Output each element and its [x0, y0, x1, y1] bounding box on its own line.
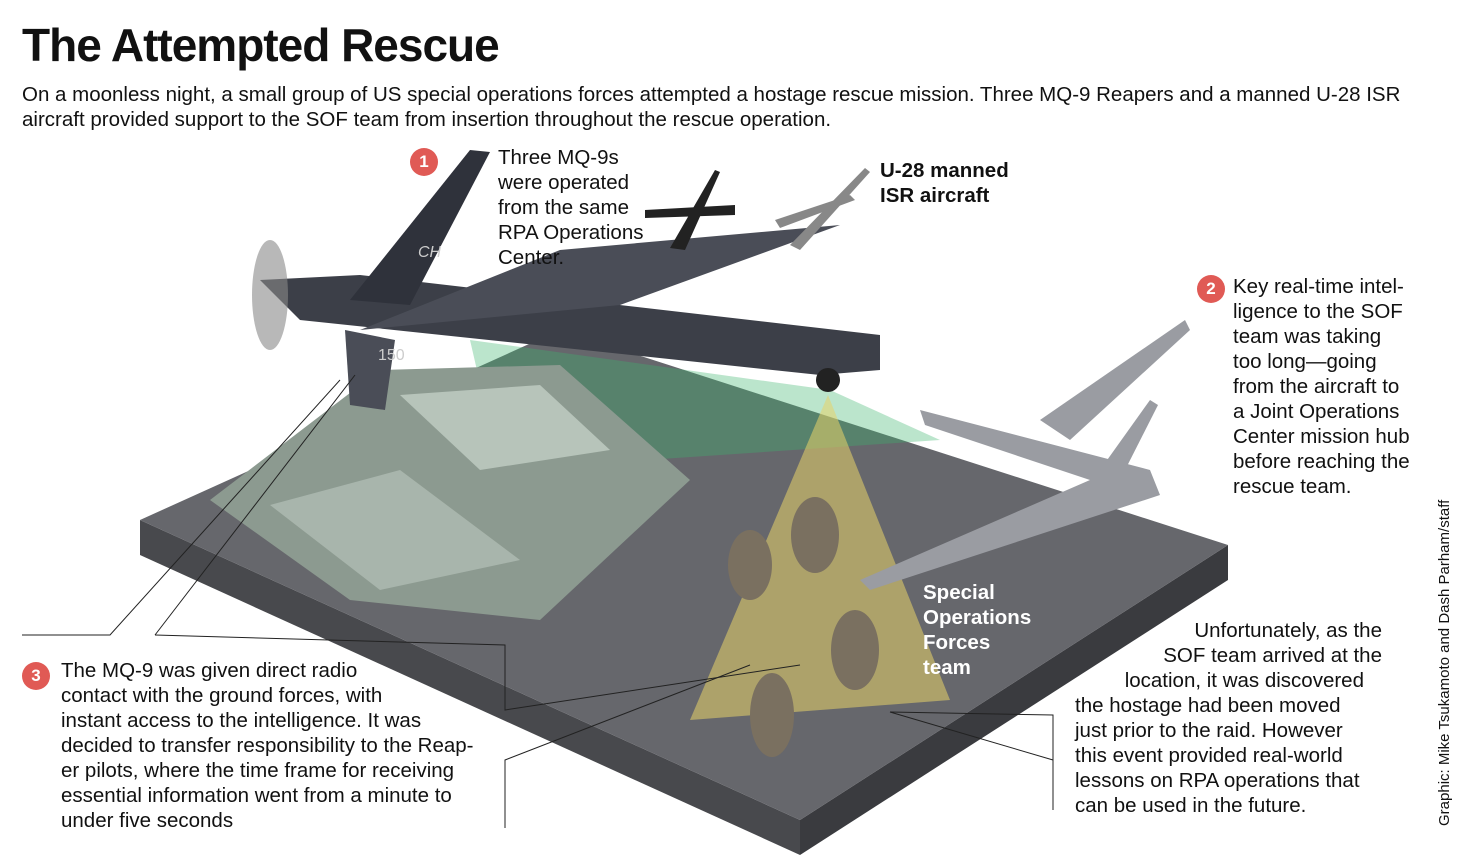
compound-yard [270, 470, 520, 590]
callout-1-text: Three MQ-9s were operated from the same … [498, 145, 643, 270]
text-line: Forces [923, 631, 991, 654]
text-line: rescue team. [1233, 475, 1352, 498]
text-line: ligence to the SOF [1233, 300, 1403, 323]
mq9-main-drone: CH 150 [252, 150, 880, 410]
callout-badge-2: 2 [1197, 275, 1225, 303]
graphic-credit: Graphic: Mike Tsukamoto and Dash Parham/… [1436, 499, 1453, 826]
text-line: this event provided real-world [1075, 744, 1343, 767]
text-line: Operations [923, 606, 1032, 629]
page-title: The Attempted Rescue [22, 19, 500, 71]
callout-badge-1: 1 [410, 148, 438, 176]
outcome-text-cont: the hostage had been moved just prior to… [1075, 693, 1360, 818]
text-line: Center. [498, 246, 565, 269]
platform-side-left [140, 520, 800, 855]
text-line: U-28 manned [880, 159, 1009, 182]
callout-3-text: The MQ-9 was given direct radio contact … [61, 658, 474, 833]
text-line: under five seconds [61, 809, 234, 832]
text-line: the hostage had been moved [1075, 694, 1341, 717]
text-line: team was taking [1233, 325, 1382, 348]
text-line: RPA Operations [498, 221, 644, 244]
sof-label: Special Operations Forces team [923, 580, 1031, 680]
text-line: can be used in the future. [1075, 794, 1307, 817]
text-line: just prior to the raid. However [1075, 719, 1343, 742]
text-line: decided to transfer responsibility to th… [61, 734, 474, 757]
text-line: Center mission hub [1233, 425, 1410, 448]
text-line: before reaching the [1233, 450, 1410, 473]
u28-aircraft-icon [775, 168, 870, 250]
drone-number: 150 [378, 347, 405, 364]
text-line: from the same [498, 196, 630, 219]
text-line: The MQ-9 was given direct radio [61, 659, 358, 682]
mq9-right-drone [860, 320, 1190, 590]
intro-text: On a moonless night, a small group of US… [22, 83, 1401, 131]
text-line: Three MQ-9s [498, 146, 619, 169]
text-line: instant access to the intelligence. It w… [61, 709, 422, 732]
text-line: lessons on RPA operations that [1075, 769, 1360, 792]
text-line: a Joint Operations [1233, 400, 1400, 423]
text-line: Unfortunately, as the [1194, 619, 1382, 642]
text-line: team [923, 656, 971, 679]
soldiers [728, 497, 879, 757]
text-line: were operated [498, 171, 630, 194]
small-mq9-icon [645, 170, 735, 250]
callout-2-text: Key real-time intel- ligence to the SOF … [1233, 274, 1410, 499]
text-line: er pilots, where the time frame for rece… [61, 759, 455, 782]
compound-roof [400, 385, 610, 470]
text-line: from the aircraft to [1233, 375, 1400, 398]
text-line: contact with the ground forces, with [61, 684, 383, 707]
text-line: essential information went from a minute… [61, 784, 452, 807]
outcome-text: Unfortunately, as the SOF team arrived a… [1060, 618, 1382, 693]
u28-label: U-28 manned ISR aircraft [880, 158, 1009, 208]
text-line: ISR aircraft [880, 184, 990, 207]
text-line: Key real-time intel- [1233, 275, 1404, 298]
callout-badge-3: 3 [22, 662, 50, 690]
platform-side-right [800, 545, 1228, 855]
drone-tail-code: CH [418, 244, 442, 261]
text-line: too long—going [1233, 350, 1377, 373]
text-line: Special [923, 581, 995, 604]
leader-lines [22, 374, 1054, 828]
text-line: SOF team arrived at the [1163, 644, 1382, 667]
text-line: location, it was discovered [1124, 669, 1364, 692]
